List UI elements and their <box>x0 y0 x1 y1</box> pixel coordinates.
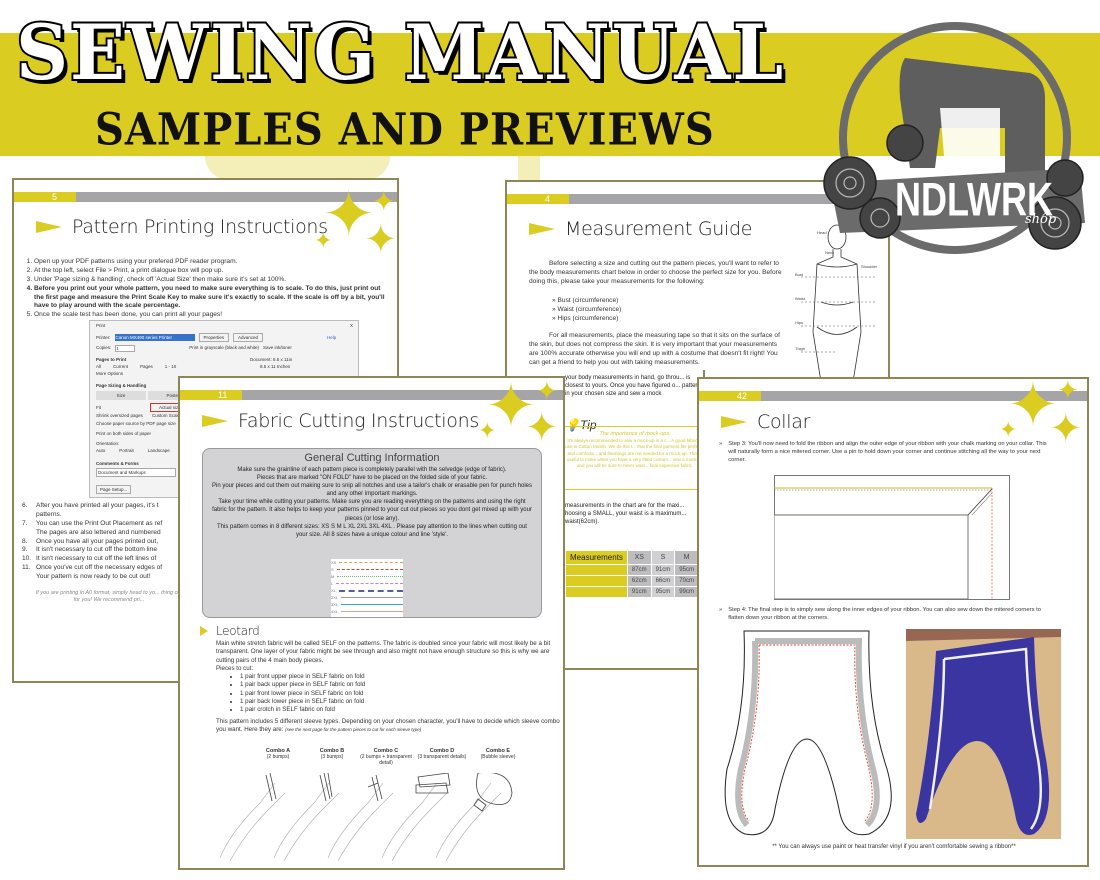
step3-text: »Step 3: You'll now need to fold the rib… <box>719 441 1047 463</box>
svg-text:Bust: Bust <box>795 272 804 277</box>
page-number: 42 <box>699 391 761 401</box>
properties-button: Properties <box>198 333 230 342</box>
sparkle-icon: ✦ <box>525 406 559 450</box>
printer-select: Canon MX490 series Printer <box>114 334 195 341</box>
combo-d-label: Combo D(3 transparent details) <box>417 748 467 760</box>
mitered-corner-diagram <box>774 475 1010 600</box>
triangle-bullet-icon <box>202 415 228 427</box>
sparkle-icon: ✦ <box>322 178 376 250</box>
page-title: Collar <box>721 411 810 433</box>
sparkle-icon: ✦ <box>485 376 537 441</box>
sparkle-icon: ✦ <box>364 218 398 262</box>
sparkle-icon: ✦ <box>1057 377 1079 405</box>
sparkle-icon: ✦ <box>999 417 1018 442</box>
svg-text:Waist: Waist <box>795 296 806 301</box>
page-collar: 42 Collar ✦ ✦ ✦ ✦ »Step 3: You'll now ne… <box>697 377 1089 867</box>
svg-text:shop: shop <box>1025 212 1057 227</box>
page-header-bar: 5 <box>14 192 397 202</box>
lightbulb-icon: 💡 <box>565 418 580 432</box>
triangle-bullet-icon <box>200 626 208 636</box>
svg-text:Thigh: Thigh <box>795 346 805 351</box>
step4-text: »Step 4: The final step is to simply sew… <box>719 607 1042 621</box>
body-figure-illustration: Head Neck Shoulder Bust Waist Hips Thigh <box>795 224 878 382</box>
combo-e-label: Combo E(Bubble sleeve) <box>480 748 516 760</box>
tip-label: 💡Tip <box>565 418 597 432</box>
tip-box: The importance of mock-ups. It's always … <box>565 426 703 490</box>
svg-text:Head: Head <box>817 230 827 235</box>
sparkle-icon: ✦ <box>536 376 558 406</box>
pieces-list: 1 pair front upper piece in SELF fabric … <box>228 673 548 715</box>
page-title: Fabric Cutting Instructions <box>202 410 479 432</box>
sparkle-icon: ✦ <box>372 186 396 217</box>
sparkle-icon: ✦ <box>478 418 497 443</box>
main-title: SEWING MANUAL <box>14 6 785 99</box>
help-link: Help <box>327 335 337 340</box>
bg-shape <box>205 156 390 180</box>
triangle-bullet-icon <box>36 221 62 233</box>
subtitle: SAMPLES AND PREVIEWS <box>95 103 715 156</box>
section-title-leotard: Leotard <box>200 624 260 638</box>
page-header-bar: 11 <box>180 390 563 400</box>
svg-text:Shoulder: Shoulder <box>861 264 878 269</box>
ndlwrk-logo: NDLWRK shop <box>823 22 1085 254</box>
page-header-bar: 42 <box>699 391 1087 401</box>
sleeve-combos-illustration <box>219 773 513 862</box>
page-number: 11 <box>180 390 242 400</box>
collar-photo <box>906 629 1061 839</box>
page-cutting: 11 Fabric Cutting Instructions ✦ ✦ ✦ ✦ G… <box>178 376 565 870</box>
page-header-bar: 4 <box>507 194 888 204</box>
intro-text: Before selecting a size and cutting out … <box>529 260 782 285</box>
sparkle-icon: ✦ <box>1049 407 1083 451</box>
triangle-bullet-icon <box>529 223 555 235</box>
size-line-legend: XS S M L XL 2XL 3XL 4XL <box>331 559 403 617</box>
tape-text: For all measurements, place the measurin… <box>529 332 780 366</box>
page-title: Measurement Guide <box>529 218 752 240</box>
general-cutting-info-box: General Cutting Information Make sure th… <box>202 448 542 618</box>
combo-b-label: Combo B(3 bumps) <box>319 748 345 760</box>
combo-a-label: Combo A(2 bumps) <box>265 748 291 760</box>
collar-outline-diagram <box>724 630 892 836</box>
measure-list: » Bust (circumference) » Waist (circumfe… <box>552 297 622 322</box>
sparkle-icon: ✦ <box>1007 377 1059 440</box>
triangle-bullet-icon <box>721 416 747 428</box>
svg-text:NDLWRK: NDLWRK <box>895 173 1053 226</box>
note-text: If you are printing in A0 format, simply… <box>35 590 183 604</box>
close-icon: X <box>350 323 354 328</box>
svg-text:Hips: Hips <box>795 320 803 325</box>
instruction-list-continued: 6.After you have printed all your pages,… <box>22 502 163 581</box>
instruction-list: Open up your PDF patterns using your pre… <box>20 258 390 320</box>
sparkle-icon: ✦ <box>314 228 333 253</box>
sleeve-text: This pattern includes 5 different sleeve… <box>216 718 560 734</box>
advanced-button: Advanced <box>233 333 264 342</box>
leotard-text: Main white stretch fabric will be called… <box>216 640 551 673</box>
bg-shape <box>518 156 540 186</box>
footnote: ** You can always use paint or heat tran… <box>772 844 1016 850</box>
svg-text:Neck: Neck <box>825 250 834 255</box>
page-number: 4 <box>507 194 569 204</box>
combo-c-label: Combo C(2 bumps + transparent detail) <box>360 748 412 766</box>
partial-text: your body measurements in hand, go throu… <box>565 375 704 398</box>
page-number: 5 <box>14 192 76 202</box>
chart-note: measurements in the chart are for the ma… <box>565 503 687 526</box>
page-title: Pattern Printing Instructions <box>36 216 328 238</box>
